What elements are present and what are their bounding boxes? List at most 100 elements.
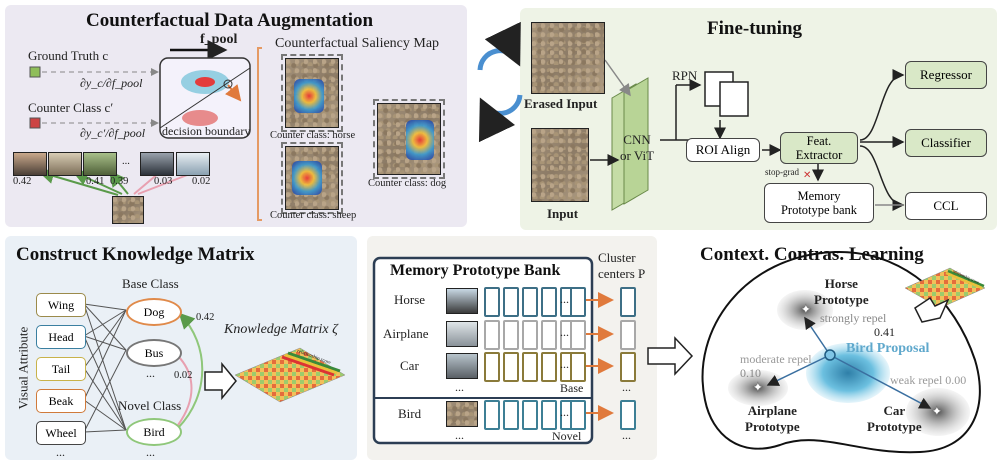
grad-cc: ∂y_c′/∂f_pool	[80, 126, 146, 140]
thumb-dog	[13, 152, 47, 176]
mem-end-horse	[570, 287, 586, 317]
ccl-title: Context. Contras. Learning	[700, 244, 924, 265]
attr-more: ...	[56, 445, 65, 459]
moderate-label: moderate repel	[740, 352, 812, 366]
ell-novel-centers: ...	[622, 428, 631, 442]
center-car	[620, 352, 636, 382]
thumb-motorbike	[140, 152, 174, 176]
score-ellipsis: ...	[122, 156, 130, 167]
counter-class-label: Counter Class c′	[28, 100, 114, 115]
mem-row-car	[484, 352, 576, 382]
mem-end-airplane	[570, 320, 586, 350]
score-5: 0.02	[192, 176, 211, 187]
airplane-prototype: Airplane Prototype	[745, 403, 800, 434]
backbone-label: CNN or ViT	[620, 132, 655, 163]
saliency-title: Counterfactual Saliency Map	[275, 36, 440, 51]
km-title: Construct Knowledge Matrix	[16, 244, 255, 265]
mem-row-airplane	[484, 320, 576, 350]
mem-row-bird	[484, 400, 576, 430]
saliency-dog	[373, 99, 445, 179]
car-prototype: Car Prototype	[867, 403, 922, 434]
attr-wheel: Wheel	[36, 421, 86, 445]
label-cc-dog: Counter class: dog	[368, 178, 447, 189]
label-cc-sheep: Counter class: sheep	[270, 210, 357, 221]
row-bird: Bird	[398, 406, 422, 421]
thumb-horse	[83, 152, 117, 176]
bird-input-thumb	[112, 196, 144, 224]
ccl-box: CCL	[905, 192, 987, 220]
center-airplane	[620, 320, 636, 350]
novel-class-label: Novel Class	[118, 398, 182, 413]
attr-wing: Wing	[36, 293, 86, 317]
cluster-label: Cluster centers P	[598, 250, 646, 281]
img-airplane	[446, 321, 478, 347]
class-bird: Bird	[126, 418, 182, 446]
base-dots: ...	[146, 366, 155, 380]
input-image	[531, 128, 589, 202]
saliency-horse	[281, 54, 343, 132]
regressor-box: Regressor	[905, 61, 987, 89]
ell-car: ...	[560, 357, 569, 371]
class-dog: Dog	[126, 298, 182, 326]
strong-value: 0.41	[874, 325, 895, 339]
ell-base-row: ...	[455, 380, 464, 394]
horse-prototype: Horse Prototype	[814, 276, 869, 307]
fpool-label: f_pool	[200, 32, 238, 47]
saliency-sheep	[281, 142, 343, 214]
visual-attribute-label: Visual Attribute	[15, 326, 31, 410]
input-label: Input	[547, 206, 579, 221]
ell-novel-row: ...	[455, 428, 464, 442]
mpb-title: Memory Prototype Bank	[390, 262, 561, 279]
img-horse	[446, 288, 478, 314]
cda-title: Counterfactual Data Augmentation	[86, 10, 374, 31]
thumb-sheep	[48, 152, 82, 176]
attr-beak: Beak	[36, 389, 86, 413]
score-1: 0.41	[86, 176, 105, 187]
base-class-label: Base Class	[122, 276, 179, 291]
ell-bird: ...	[560, 405, 569, 419]
feat-extractor-box: Feat. Extractor	[780, 132, 858, 164]
rpn-label: RPN	[672, 68, 698, 83]
score-2: 0.39	[110, 176, 129, 187]
weight-bus: 0.02	[174, 370, 193, 381]
thumb-bus	[176, 152, 210, 176]
bird-proposal: Bird Proposal	[846, 341, 930, 356]
moderate-value: 0.10	[740, 366, 761, 380]
erased-input-label: Erased Input	[524, 96, 598, 111]
score-0: 0.42	[13, 176, 32, 187]
base-label: Base	[560, 381, 584, 395]
svg-text:✕: ✕	[803, 170, 811, 181]
ground-truth-label: Ground Truth c	[28, 48, 109, 63]
center-bird	[620, 400, 636, 430]
ell-horse: ...	[560, 292, 569, 306]
row-airplane: Airplane	[383, 326, 429, 341]
class-bus: Bus	[126, 339, 182, 367]
attr-tail: Tail	[36, 357, 86, 381]
mem-end-car	[570, 352, 586, 382]
label-cc-horse: Counter class: horse	[270, 130, 356, 141]
classifier-box: Classifier	[905, 129, 987, 157]
erased-input-image	[531, 22, 605, 94]
center-horse	[620, 287, 636, 317]
ell-airplane: ...	[560, 325, 569, 339]
strong-label: strongly repel	[820, 311, 887, 325]
novel-dots: ...	[146, 445, 155, 459]
weak-label: weak repel 0.00	[890, 373, 967, 387]
stopgrad-label: stop-grad	[765, 167, 799, 177]
svg-text:✦: ✦	[752, 381, 764, 396]
ft-title: Fine-tuning	[707, 18, 803, 39]
grad-gt: ∂y_c/∂f_pool	[80, 76, 143, 90]
attr-head: Head	[36, 325, 86, 349]
roi-align-box: ROI Align	[686, 138, 760, 162]
ell-centers: ...	[622, 380, 631, 394]
row-car: Car	[400, 358, 419, 373]
svg-text:✦: ✦	[931, 405, 943, 420]
memory-bank-box: Memory Prototype bank	[764, 183, 874, 223]
img-bird	[446, 401, 478, 427]
row-horse: Horse	[394, 292, 426, 307]
decision-boundary-label: decision boundary	[162, 124, 251, 138]
mem-end-bird	[570, 400, 586, 430]
matrix-label: Knowledge Matrix ζ	[224, 322, 338, 337]
img-car	[446, 353, 478, 379]
